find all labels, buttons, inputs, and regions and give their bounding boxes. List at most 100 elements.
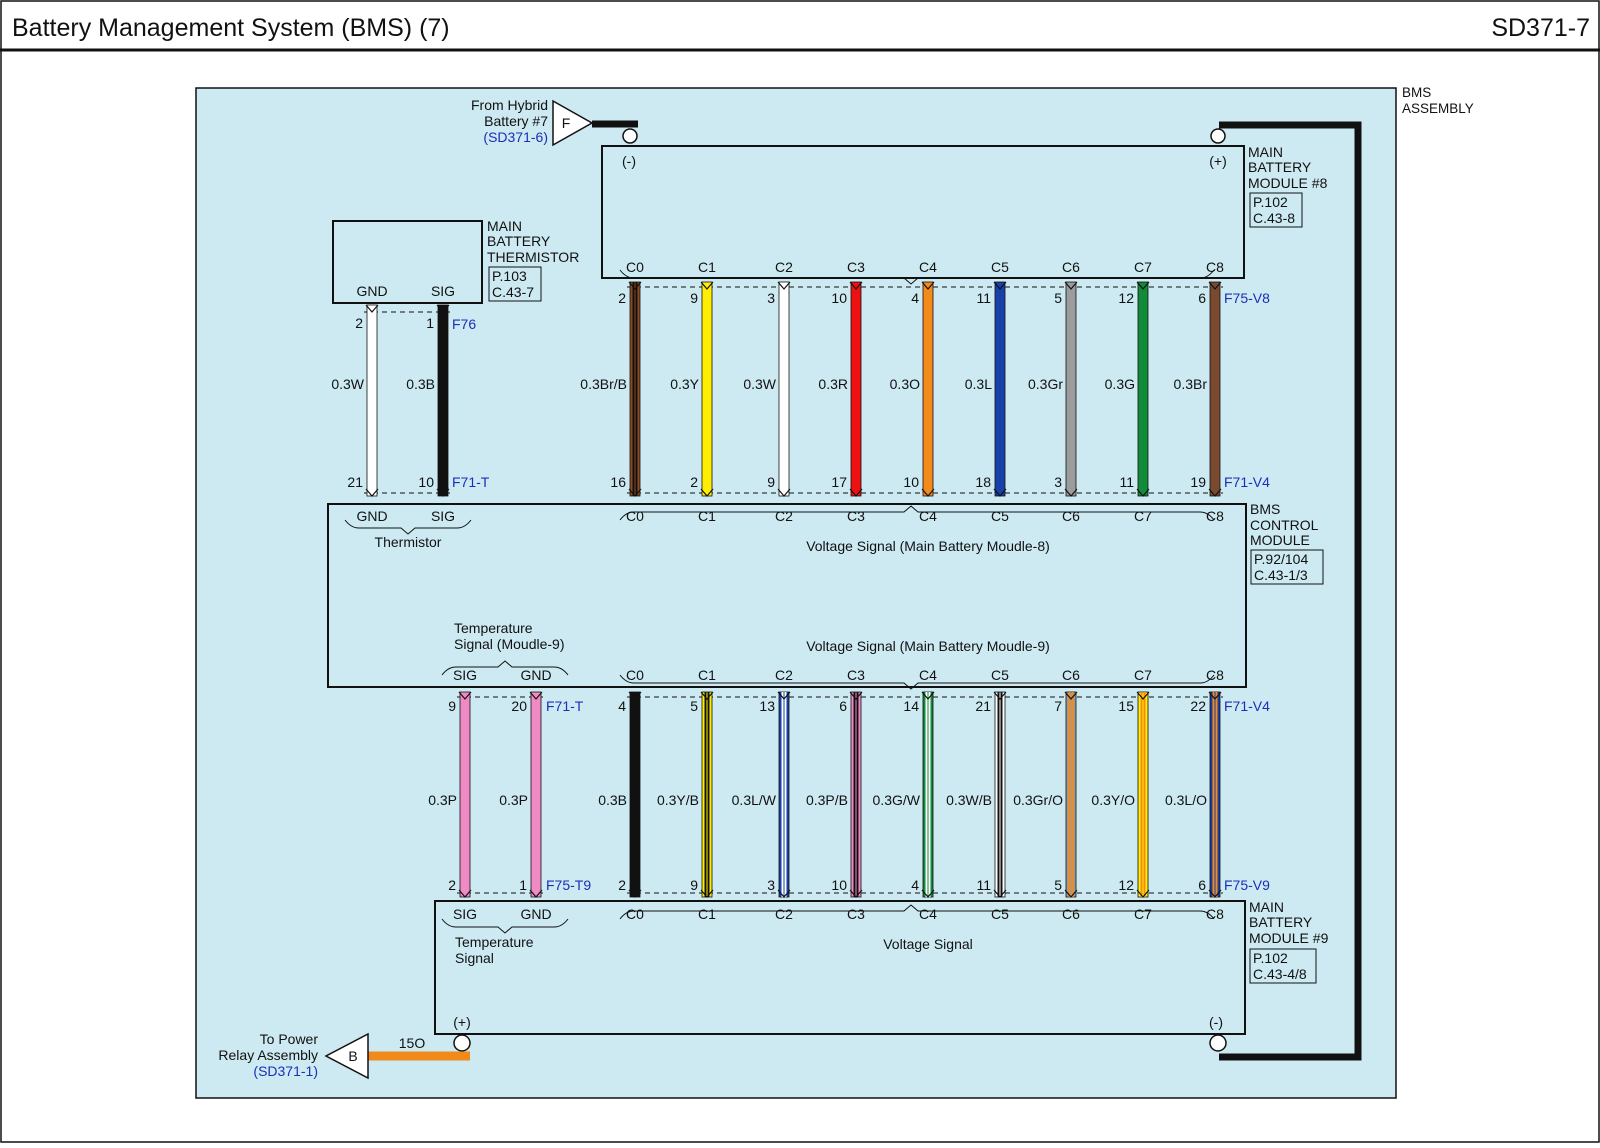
wire-body bbox=[701, 281, 713, 497]
to-power-ref-link[interactable]: (SD371-1) bbox=[253, 1063, 318, 1079]
wire-label: 0.3G/W bbox=[873, 792, 921, 808]
terminal-chevron-icon bbox=[921, 488, 935, 497]
pin-number-bottom: 19 bbox=[1190, 474, 1206, 490]
module8-ref-box bbox=[1249, 192, 1303, 228]
pin-number-bottom: 18 bbox=[975, 474, 991, 490]
wire-label: 0.3P/B bbox=[806, 792, 848, 808]
module8-ref-page: P.102 bbox=[1253, 194, 1288, 210]
bms-pin-sig-lower: SIG bbox=[453, 667, 477, 683]
wire-body bbox=[922, 281, 934, 497]
wire-body bbox=[778, 691, 790, 898]
terminal-chevron-icon bbox=[1064, 281, 1078, 290]
pin-c4: C4 bbox=[919, 259, 937, 275]
pin-number-top: 12 bbox=[1118, 290, 1134, 306]
module9-ref-box bbox=[1249, 948, 1317, 984]
pin-c7: C7 bbox=[1134, 259, 1152, 275]
wire-body bbox=[778, 281, 790, 497]
wire-03w bbox=[777, 281, 791, 497]
terminal-chevron-icon bbox=[1064, 691, 1078, 700]
module8-neg-terminal bbox=[622, 128, 638, 144]
pin-number-top: 10 bbox=[831, 290, 847, 306]
terminal-chevron-icon bbox=[436, 304, 450, 313]
terminal-chevron-icon bbox=[436, 488, 450, 497]
pin-number-top: 2 bbox=[355, 315, 363, 331]
pin-number-top: 5 bbox=[1054, 290, 1062, 306]
pin-c3: C3 bbox=[847, 508, 865, 524]
terminal-chevron-icon bbox=[1064, 488, 1078, 497]
wire-body bbox=[994, 281, 1006, 497]
bms-ref-connector: C.43-1/3 bbox=[1254, 567, 1308, 583]
pin-number-top: 2 bbox=[618, 290, 626, 306]
from-hybrid-label-1: From Hybrid bbox=[471, 97, 548, 113]
terminal-chevron-icon bbox=[1136, 691, 1150, 700]
bms-temp-group-label-2: Signal (Moudle-9) bbox=[454, 636, 565, 652]
terminal-chevron-icon bbox=[849, 691, 863, 700]
module9-name-2: BATTERY bbox=[1249, 914, 1313, 930]
terminal-chevron-icon bbox=[993, 889, 1007, 898]
pin-c7: C7 bbox=[1134, 906, 1152, 922]
wire-label: 0.3P bbox=[499, 792, 528, 808]
pin-number-top: 9 bbox=[448, 698, 456, 714]
pin-c7: C7 bbox=[1134, 667, 1152, 683]
wire-body bbox=[437, 304, 449, 497]
pin-c4: C4 bbox=[919, 667, 937, 683]
connector-f71-t-lower: F71-T bbox=[546, 698, 584, 714]
thermistor-name-3: THERMISTOR bbox=[487, 249, 579, 265]
pin-number-top: 21 bbox=[975, 698, 991, 714]
terminal-chevron-icon bbox=[700, 889, 714, 898]
terminal-chevron-icon bbox=[993, 488, 1007, 497]
to-power-label-2: Relay Assembly bbox=[218, 1047, 318, 1063]
pin-c0: C0 bbox=[626, 508, 644, 524]
pin-number-top: 14 bbox=[903, 698, 919, 714]
wire-03lw bbox=[777, 691, 791, 898]
bms-temp-group-label-1: Temperature bbox=[454, 620, 533, 636]
wire-label: 0.3Gr/O bbox=[1013, 792, 1063, 808]
pin-c5: C5 bbox=[991, 259, 1009, 275]
bms-name-2: CONTROL bbox=[1250, 517, 1319, 533]
bms-pin-sig: SIG bbox=[431, 508, 455, 524]
pin-number-bottom: 11 bbox=[976, 877, 991, 893]
wire-03brb bbox=[628, 281, 642, 497]
wire-label: 0.3B bbox=[598, 792, 627, 808]
module8-pos-terminal bbox=[1210, 128, 1226, 144]
terminal-chevron-icon bbox=[1208, 281, 1222, 290]
bms-ref-page: P.92/104 bbox=[1254, 551, 1308, 567]
from-hybrid-label-2: Battery #7 bbox=[484, 113, 548, 129]
pin-c1: C1 bbox=[698, 259, 716, 275]
wire-03g bbox=[1136, 281, 1150, 497]
wire-body bbox=[530, 691, 542, 898]
from-hybrid-battery-connector: F From Hybrid Battery #7 (SD371-6) bbox=[471, 97, 594, 147]
wire-03yb bbox=[700, 691, 714, 898]
pin-c1: C1 bbox=[698, 667, 716, 683]
wire-label: 0.3W bbox=[743, 376, 776, 392]
wire-body bbox=[1137, 281, 1149, 497]
wire-label: 0.3R bbox=[818, 376, 848, 392]
pin-number-bottom: 9 bbox=[767, 474, 775, 490]
module9-ref-page: P.102 bbox=[1253, 950, 1288, 966]
wire-label: 0.3L bbox=[965, 376, 992, 392]
power-wire-label: 15O bbox=[399, 1035, 426, 1051]
wire-label: 0.3W bbox=[331, 376, 364, 392]
assembly-label-2: ASSEMBLY bbox=[1402, 101, 1474, 116]
terminal-chevron-icon bbox=[993, 281, 1007, 290]
wire-03yo bbox=[1136, 691, 1150, 898]
lower-wire-harness: 420.3B590.3Y/B1330.3L/W6100.3P/B1440.3G/… bbox=[598, 691, 1223, 898]
wire-label: 0.3L/W bbox=[732, 792, 777, 808]
wire-label: 0.3L/O bbox=[1165, 792, 1207, 808]
module8-name-1: MAIN bbox=[1248, 144, 1283, 160]
terminal-chevron-icon bbox=[849, 281, 863, 290]
module8-ref-connector: C.43-8 bbox=[1253, 210, 1295, 226]
terminal-chevron-icon bbox=[777, 691, 791, 700]
pin-c2: C2 bbox=[775, 508, 793, 524]
pin-c6: C6 bbox=[1062, 667, 1080, 683]
terminal-chevron-icon bbox=[700, 691, 714, 700]
terminal-chevron-icon bbox=[529, 691, 543, 700]
bms-bottom-voltage-group-label: Voltage Signal (Main Battery Moudle-9) bbox=[806, 638, 1050, 654]
from-hybrid-ref-link[interactable]: (SD371-6) bbox=[483, 129, 548, 145]
wire-body bbox=[1209, 281, 1221, 497]
wire-label: 0.3B bbox=[406, 376, 435, 392]
voltage-group-brace bbox=[619, 904, 1215, 920]
connector-f71-t-upper: F71-T bbox=[452, 474, 490, 490]
pin-number-top: 11 bbox=[976, 290, 991, 306]
